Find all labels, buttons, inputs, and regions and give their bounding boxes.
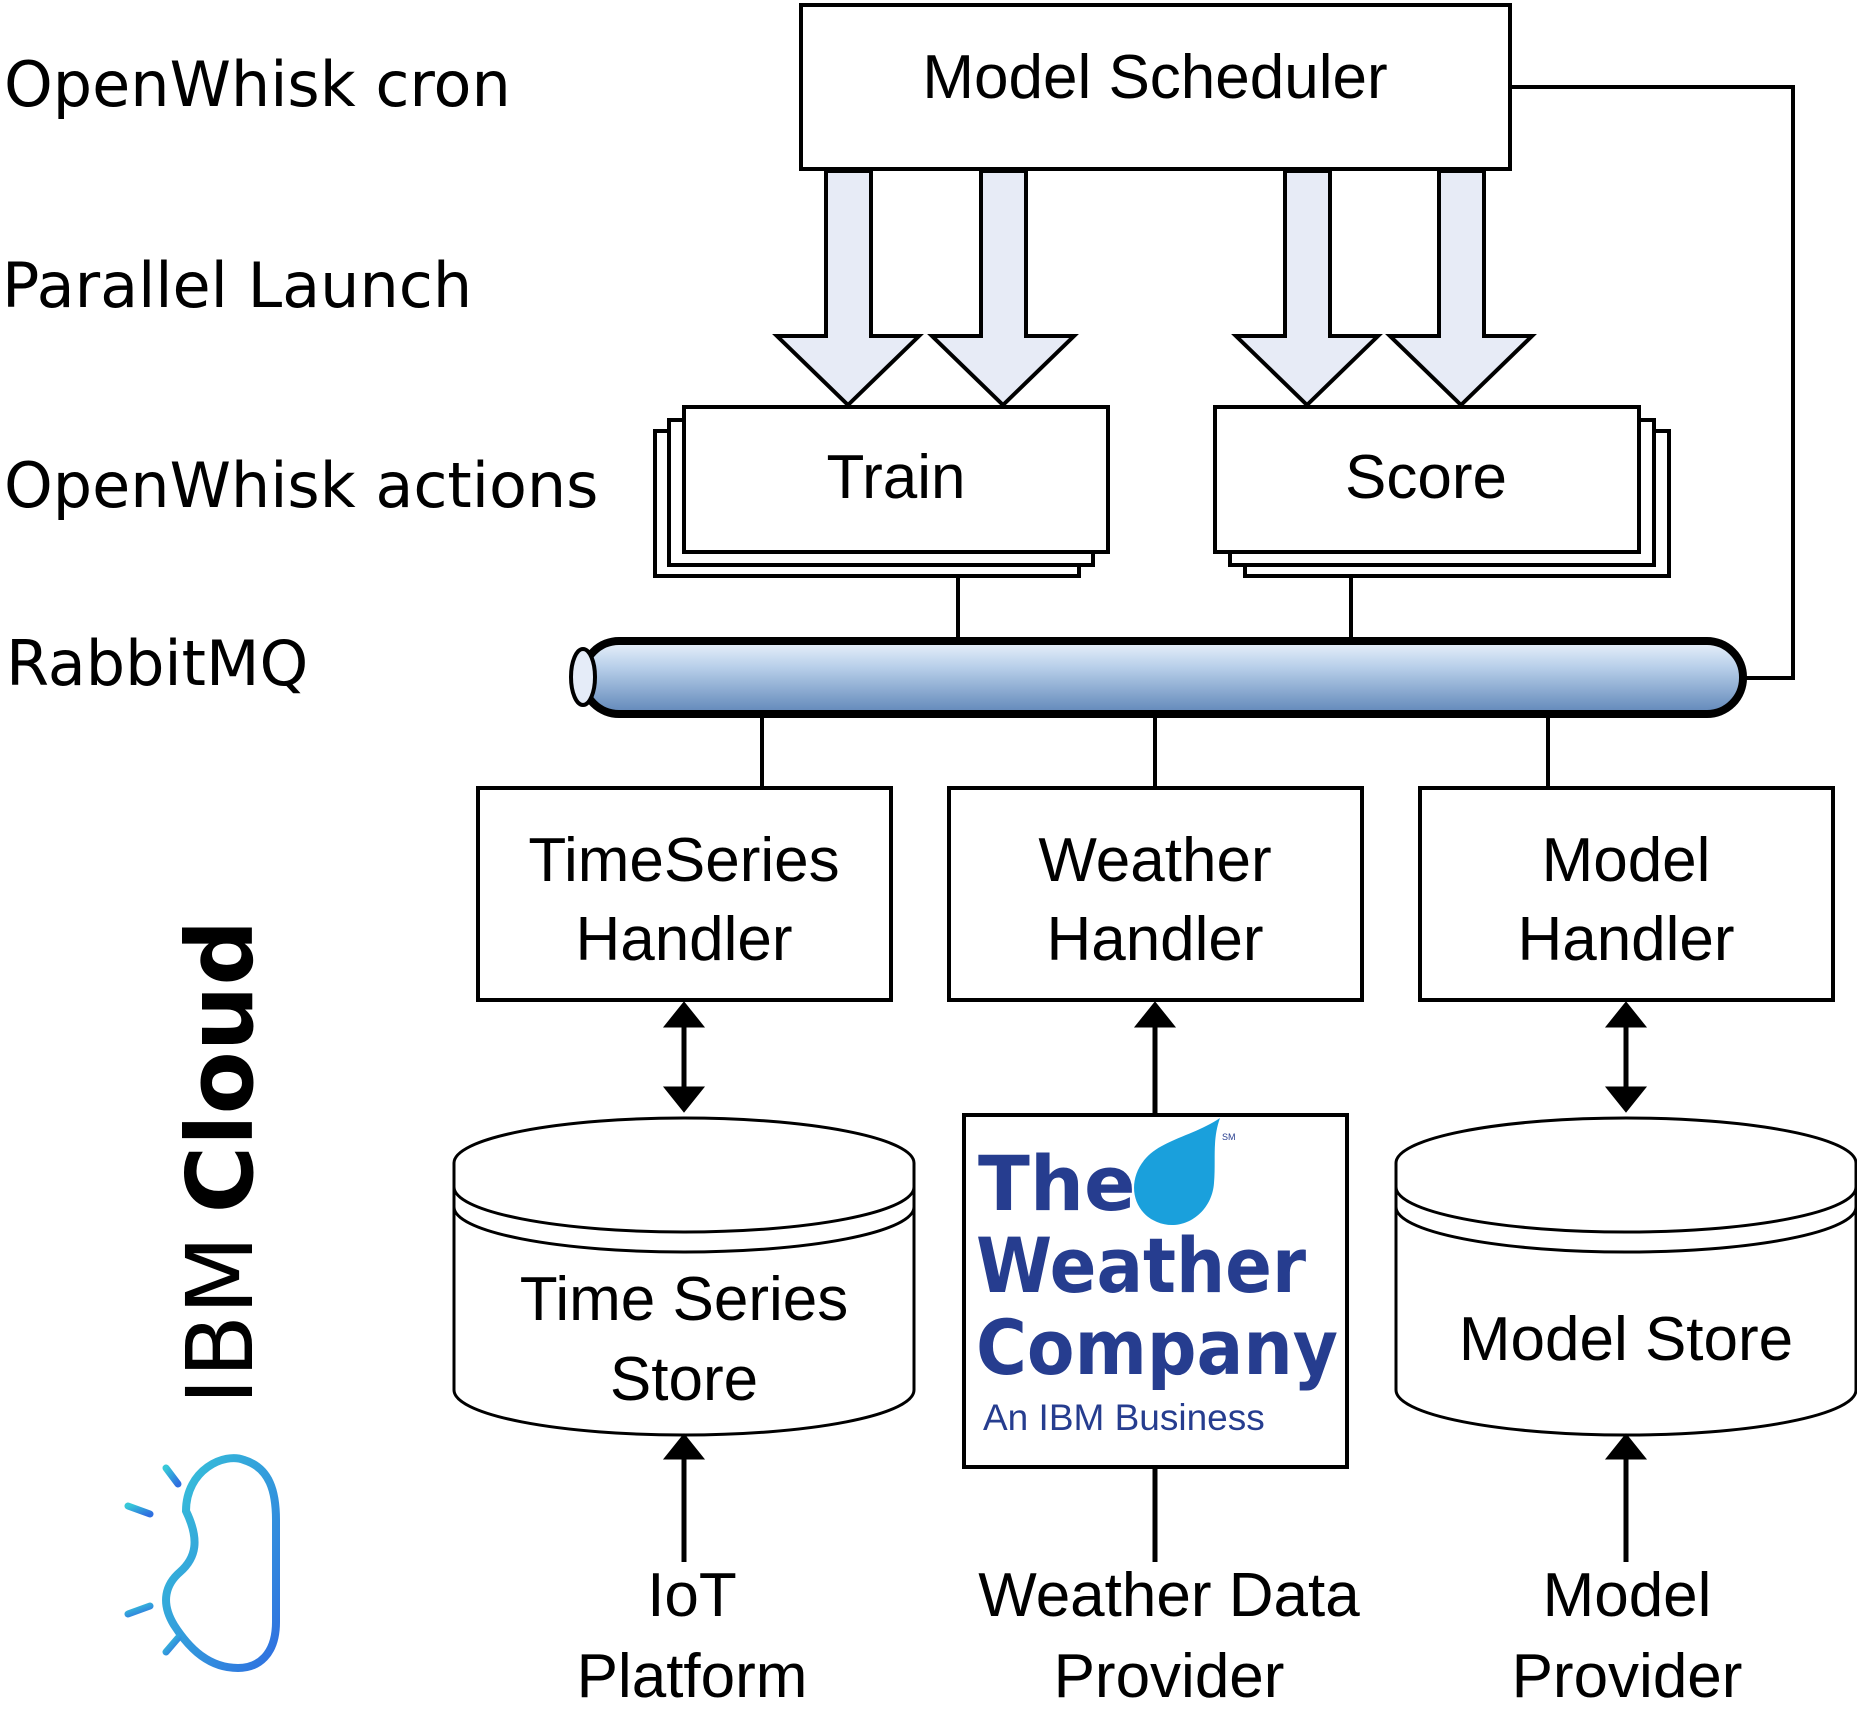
ibm-cloud-icon [112,1454,280,1673]
timeseries-store-line1: Time Series [520,1265,848,1334]
score-action-stack [1213,405,1671,578]
scheduler-box [799,3,1512,171]
timeseries-store-cylinder [452,1116,916,1437]
weather-provider-line1: Weather Data [978,1561,1360,1630]
timeseries-handler-line2: Handler [575,905,792,974]
iot-provider-line1: IoT [647,1561,737,1630]
iot-provider-line2: Platform [577,1642,808,1711]
raindrop-icon [1134,1118,1220,1226]
logo-line-company: Company [976,1303,1338,1392]
model-store-label: Model Store [1459,1305,1793,1374]
logo-tagline: An IBM Business [983,1397,1265,1438]
parallel-launch-arrows [772,169,1537,408]
model-handler-line1: Model [1542,826,1711,895]
model-store-cylinder [1394,1116,1857,1437]
handler-store-arrows [662,1001,1648,1113]
weather-handler-line2: Handler [1046,905,1263,974]
score-label: Score [1345,443,1507,512]
logo-line-the: The [978,1139,1136,1228]
layer-label-launch: Parallel Launch [2,249,472,322]
service-mark: SM [1222,1132,1236,1142]
model-handler-box [1418,786,1835,1002]
layer-label-mq: RabbitMQ [6,627,308,700]
weather-provider-line2: Provider [1054,1642,1285,1711]
launch-arrow-train-2 [927,169,1079,408]
timeseries-handler-line1: TimeSeries [528,826,839,895]
ibm-text: IBMCloud [167,920,274,1405]
timeseries-handler-box [476,786,893,1002]
weather-handler-line1: Weather [1038,826,1271,895]
rabbitmq-pipe [569,637,1747,718]
timeseries-store-line2: Store [610,1345,758,1414]
launch-arrow-score-1 [1231,169,1383,408]
scheduler-label: Model Scheduler [922,43,1387,112]
launch-arrow-train-1 [772,169,924,408]
provider-arrows [662,1433,1648,1562]
ibm-cloud-brand: IBMCloud [167,920,274,1405]
layer-label-actions: OpenWhisk actions [4,449,598,522]
train-label: Train [827,443,966,512]
train-action-stack [653,405,1110,578]
launch-arrow-score-2 [1385,169,1537,408]
model-handler-line2: Handler [1517,905,1734,974]
logo-line-weather: Weather [976,1221,1306,1310]
model-provider-line2: Provider [1512,1642,1743,1711]
weather-company-logo: SM The Weather Company An IBM Business [976,1118,1338,1438]
scheduler-to-mq-line [1510,85,1795,680]
layer-label-cron: OpenWhisk cron [4,48,511,121]
weather-handler-box [947,786,1364,1002]
model-provider-line1: Model [1543,1561,1712,1630]
